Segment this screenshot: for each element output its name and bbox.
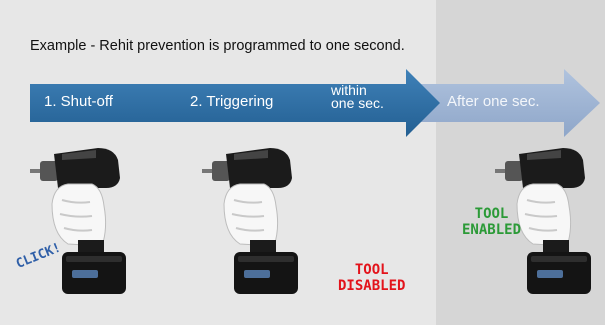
- power-drill-icon: [495, 148, 591, 294]
- step-shut-off: 1. Shut-off: [44, 93, 113, 110]
- tool-disabled-line1: TOOL: [354, 262, 389, 278]
- example-caption: Example - Rehit prevention is programmed…: [30, 38, 405, 54]
- step-triggering: 2. Triggering: [190, 93, 274, 110]
- step-within-one-sec: within one sec.: [331, 82, 384, 111]
- step-after-one-sec: After one sec.: [447, 93, 540, 110]
- power-drill-icon: [202, 148, 298, 294]
- tool-disabled-line2: DISABLED: [338, 278, 406, 294]
- tool-enabled-line2: ENABLED: [462, 222, 522, 238]
- tool-enabled-label: TOOL ENABLED: [462, 206, 521, 238]
- tool-disabled-label: TOOL DISABLED: [338, 262, 405, 294]
- power-drill-icon: [30, 148, 126, 294]
- within-line: within: [331, 82, 367, 98]
- arrow-after: [398, 69, 600, 137]
- one-sec-line: one sec.: [331, 95, 384, 111]
- tool-enabled-line1: TOOL: [474, 206, 509, 222]
- arrow-main: [30, 69, 440, 137]
